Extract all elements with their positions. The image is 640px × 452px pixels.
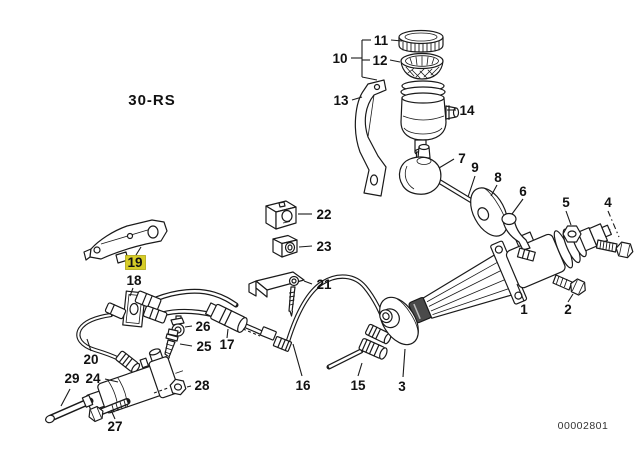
callout-17[interactable]: 17 <box>219 337 234 352</box>
leader-lines <box>60 39 620 420</box>
callout-7[interactable]: 7 <box>458 151 466 166</box>
hose-fitting-lower <box>142 305 168 324</box>
callout-15[interactable]: 15 <box>350 378 366 393</box>
callout-9[interactable]: 9 <box>471 160 479 175</box>
hose-upper <box>153 288 239 308</box>
callout-13[interactable]: 13 <box>333 93 349 108</box>
callout-19[interactable]: 19 <box>127 255 142 270</box>
callout-19-highlight <box>125 255 146 270</box>
callout-26[interactable]: 26 <box>195 319 211 334</box>
diagram-number: 00002801 <box>558 420 609 432</box>
part-28-nut <box>169 378 187 396</box>
callout-27[interactable]: 27 <box>107 419 122 434</box>
callout-4[interactable]: 4 <box>604 195 612 210</box>
part-27-bolt <box>88 398 131 423</box>
hose-fitting-upper <box>134 290 162 311</box>
callout-29[interactable]: 29 <box>64 371 79 386</box>
callout-1[interactable]: 1 <box>520 302 528 317</box>
part-4-bolt <box>595 239 634 259</box>
part-1-master-cylinder <box>408 223 612 324</box>
callout-22[interactable]: 22 <box>316 207 331 222</box>
callout-6[interactable]: 6 <box>519 184 527 199</box>
pipe16-right-fitting <box>364 323 392 345</box>
part-15-hose <box>326 348 364 370</box>
part-5-nut <box>562 225 582 243</box>
part-22-clip <box>265 200 297 230</box>
callout-2[interactable]: 2 <box>564 302 572 317</box>
callout-25[interactable]: 25 <box>196 339 212 354</box>
pipe16-left-fittings <box>259 326 293 352</box>
hose15-fitting <box>358 338 388 360</box>
part-25-screw <box>164 328 179 362</box>
callout-24[interactable]: 24 <box>85 371 101 386</box>
part-11-reservoir-cap <box>398 29 444 53</box>
part-3-grommet <box>379 296 419 346</box>
callout-20[interactable]: 20 <box>83 352 98 367</box>
part-23-clip <box>272 234 298 258</box>
part-21-bracket <box>248 271 305 317</box>
part-7-boot <box>398 143 442 195</box>
part-8-disc <box>470 187 508 237</box>
part-29-pushrod <box>45 394 94 424</box>
callout-21[interactable]: 21 <box>316 277 332 292</box>
callout-18[interactable]: 18 <box>126 273 142 288</box>
callout-23[interactable]: 23 <box>316 239 332 254</box>
part-20-pipe <box>76 312 122 362</box>
callout-11[interactable]: 11 <box>374 33 389 48</box>
callout-12[interactable]: 12 <box>372 53 387 68</box>
callout-5[interactable]: 5 <box>562 195 570 210</box>
part-2-bolt <box>552 274 586 296</box>
callout-28[interactable]: 28 <box>194 378 210 393</box>
callout-labels: 1 2 3 4 5 6 7 8 9 10 11 12 13 14 15 16 1… <box>64 33 612 434</box>
part-17-union-fitting <box>204 302 248 333</box>
callout-8[interactable]: 8 <box>494 170 502 185</box>
section-code: 30-RS <box>128 92 176 109</box>
pipe20-top-fitting <box>104 302 127 320</box>
part-19-bracket <box>83 219 168 264</box>
callout-10[interactable]: 10 <box>332 51 347 66</box>
callout-16[interactable]: 16 <box>295 378 311 393</box>
part-6-hose-elbow <box>501 212 536 262</box>
part-12-strainer <box>400 52 444 80</box>
callout-14[interactable]: 14 <box>459 103 475 118</box>
part-13-bracket <box>354 79 387 197</box>
callout-3[interactable]: 3 <box>398 379 406 394</box>
